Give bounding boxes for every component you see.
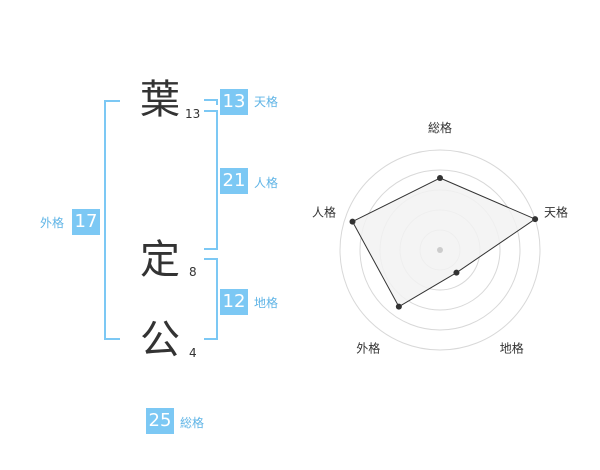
radar-axis-label: 外格 (356, 341, 380, 356)
tenkaku-badge: 13 (220, 89, 248, 115)
soukaku-badge: 25 (146, 408, 174, 434)
radar-point-1 (437, 175, 443, 181)
gaikaku-badge: 17 (72, 209, 100, 235)
stroke-count-1: 13 (185, 107, 201, 121)
name-char-3: 公 (140, 317, 180, 363)
name-char-1: 葉 (140, 77, 180, 123)
jinkaku-badge: 21 (220, 168, 248, 194)
radar-ring (339, 149, 541, 351)
radar-ring (359, 169, 521, 331)
tenkaku-label: 天格 (254, 95, 279, 109)
stroke-count-3: 4 (189, 346, 197, 360)
jinkaku-bracket (204, 110, 218, 250)
radar-point-5 (349, 218, 356, 225)
chikaku-label: 地格 (254, 296, 279, 310)
name-char-2: 定 (140, 237, 180, 283)
radar-point-4 (395, 303, 402, 310)
radar-axis-label: 総格 (428, 120, 452, 135)
radar-axis-label: 天格 (544, 204, 568, 219)
radar-axis-label: 地格 (500, 341, 524, 356)
soukaku-label: 総格 (180, 416, 205, 430)
tenkaku-bracket (204, 99, 218, 105)
radar-point-3 (453, 269, 460, 276)
radar-points (349, 175, 539, 310)
chikaku-bracket (204, 258, 218, 340)
chikaku-badge: 12 (220, 289, 248, 315)
radar-center-dot (437, 247, 443, 253)
stroke-count-2: 8 (189, 265, 197, 279)
jinkaku-label: 人格 (254, 176, 279, 190)
radar-point-2 (532, 216, 539, 223)
gaikaku-label: 外格 (40, 216, 65, 230)
gaikaku-bracket (104, 100, 120, 340)
radar-area (351, 177, 537, 308)
radar-axis-label: 人格 (312, 204, 336, 219)
